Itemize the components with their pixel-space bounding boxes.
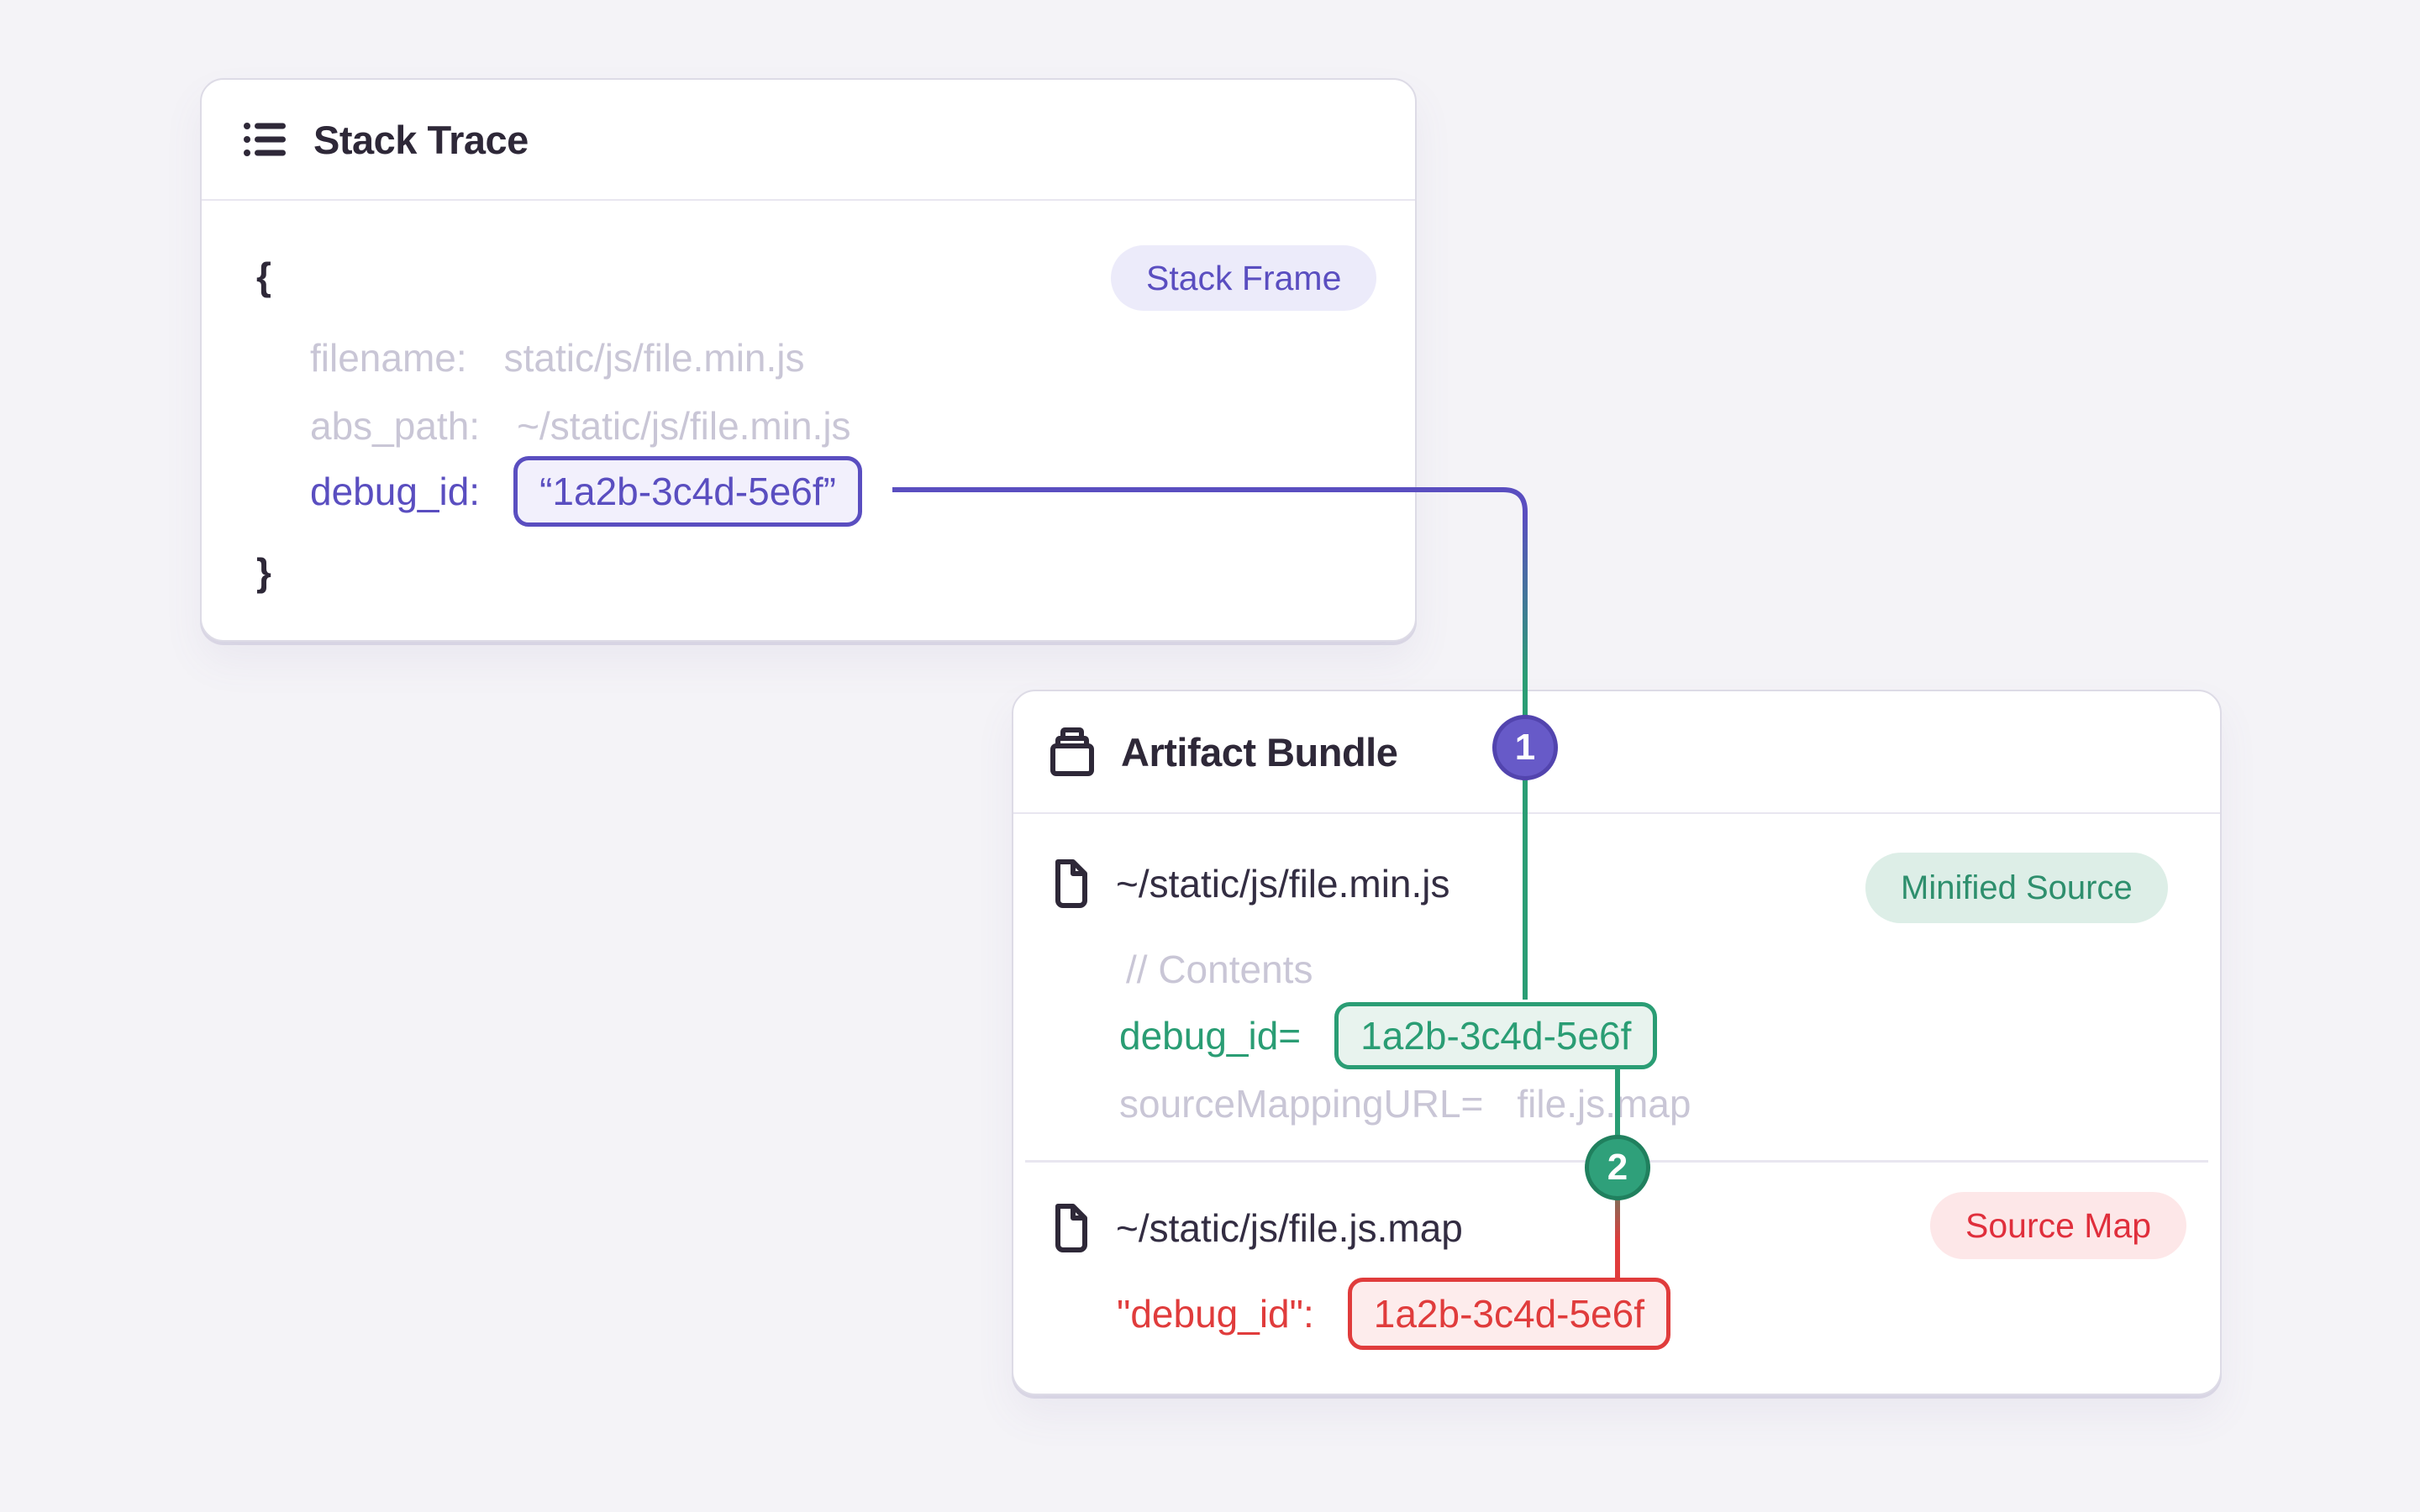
debug-id-row: debug_id: “1a2b-3c4d-5e6f” bbox=[310, 456, 862, 527]
bundle-debug-id-label: debug_id= bbox=[1119, 1014, 1302, 1058]
stack-trace-card: Stack Trace { Stack Frame filename: stat… bbox=[200, 78, 1417, 642]
sourcemap-debug-id-value-box: 1a2b-3c4d-5e6f bbox=[1347, 1278, 1670, 1350]
archive-icon bbox=[1050, 727, 1094, 776]
artifact-bundle-title: Artifact Bundle bbox=[1121, 729, 1398, 774]
contents-comment: // Contents bbox=[1126, 946, 1313, 993]
sourcemap-file-row: ~/static/js/file.js.map bbox=[1050, 1193, 1463, 1263]
filename-label: filename: bbox=[310, 336, 467, 380]
abs-path-value: ~/static/js/file.min.js bbox=[517, 404, 851, 448]
source-mapping-label: sourceMappingURL= bbox=[1119, 1082, 1484, 1126]
stack-trace-title: Stack Trace bbox=[313, 117, 529, 162]
source-mapping-value: file.js.map bbox=[1517, 1082, 1691, 1126]
sourcemap-file-path: ~/static/js/file.js.map bbox=[1116, 1206, 1463, 1250]
contents-comment-text: // Contents bbox=[1126, 948, 1313, 991]
minified-source-badge: Minified Source bbox=[1865, 853, 2168, 923]
file-icon bbox=[1055, 859, 1087, 908]
stack-trace-header: Stack Trace bbox=[202, 80, 1415, 201]
file-icon bbox=[1055, 1204, 1087, 1252]
debug-id-label: debug_id: bbox=[310, 470, 481, 513]
json-close-brace: } bbox=[256, 550, 271, 594]
source-map-badge: Source Map bbox=[1930, 1192, 2187, 1259]
bundle-debug-id-value-box: 1a2b-3c4d-5e6f bbox=[1334, 1002, 1658, 1069]
artifact-bundle-header: Artifact Bundle bbox=[1013, 691, 2220, 814]
minified-file-path: ~/static/js/file.min.js bbox=[1116, 862, 1450, 906]
abs-path-label: abs_path: bbox=[310, 404, 481, 448]
filename-value: static/js/file.min.js bbox=[503, 336, 805, 380]
stack-frame-badge: Stack Frame bbox=[1111, 245, 1377, 311]
list-icon bbox=[244, 123, 286, 156]
abs-path-row: abs_path: ~/static/js/file.min.js bbox=[310, 402, 851, 449]
sourcemap-debug-id-row: "debug_id": 1a2b-3c4d-5e6f bbox=[1117, 1278, 1670, 1350]
artifact-bundle-card: Artifact Bundle ~/static/js/file.min.js … bbox=[1012, 690, 2222, 1395]
debug-id-value-box: “1a2b-3c4d-5e6f” bbox=[513, 456, 862, 527]
bundle-debug-id-row: debug_id= 1a2b-3c4d-5e6f bbox=[1119, 1002, 1658, 1069]
sourcemap-debug-id-label: "debug_id": bbox=[1117, 1292, 1314, 1336]
source-mapping-row: sourceMappingURL= file.js.map bbox=[1119, 1080, 1691, 1127]
filename-row: filename: static/js/file.min.js bbox=[310, 334, 805, 381]
json-open-brace: { bbox=[256, 255, 271, 298]
step-2-circle: 2 bbox=[1585, 1135, 1650, 1200]
minified-file-row: ~/static/js/file.min.js bbox=[1050, 848, 1450, 919]
step-1-circle: 1 bbox=[1492, 715, 1558, 780]
